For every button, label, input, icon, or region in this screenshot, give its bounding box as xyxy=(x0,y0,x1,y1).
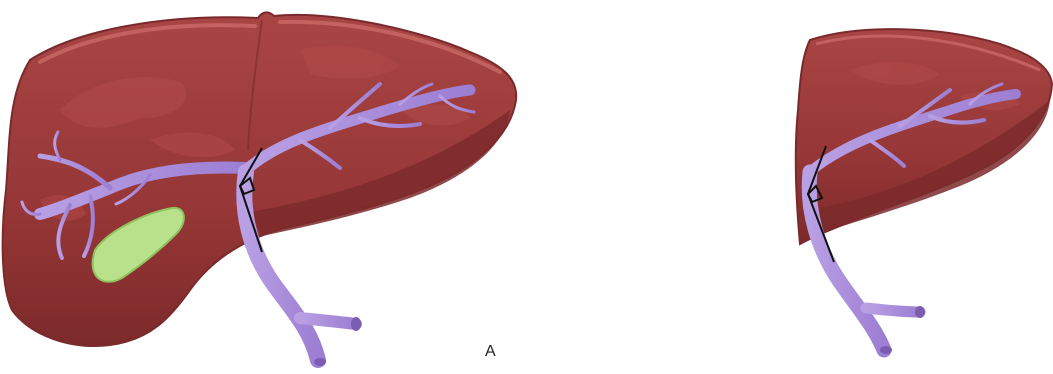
whole-liver xyxy=(3,12,517,366)
segment-vein-split xyxy=(866,308,920,312)
vein-end-cap xyxy=(351,317,361,331)
vein-end-cap xyxy=(314,358,326,366)
liver-segment xyxy=(796,29,1052,354)
vein-end-cap xyxy=(880,346,892,354)
portal-vein-split xyxy=(300,318,356,324)
panel-label-a: A xyxy=(485,343,496,361)
vein-end-cap xyxy=(915,306,925,318)
